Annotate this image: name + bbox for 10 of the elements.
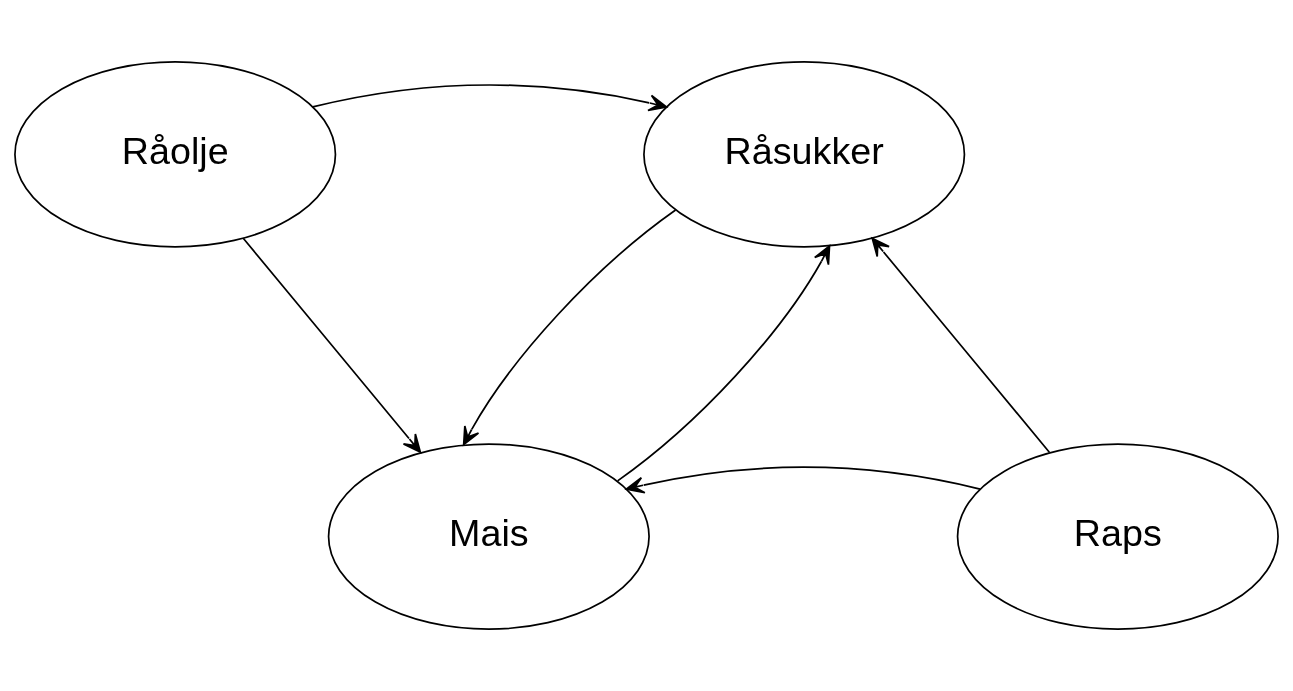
node-ellipse: Råolje	[14, 61, 337, 248]
arrow	[242, 237, 422, 454]
arrow	[625, 466, 981, 494]
node-ellipse: Mais	[327, 443, 650, 630]
arrow	[311, 84, 668, 112]
arrow	[616, 245, 831, 482]
node-ellipse: Raps	[956, 443, 1279, 630]
arrow	[871, 237, 1051, 454]
node-ellipse: Råsukker	[643, 61, 966, 248]
arrow	[462, 209, 677, 446]
